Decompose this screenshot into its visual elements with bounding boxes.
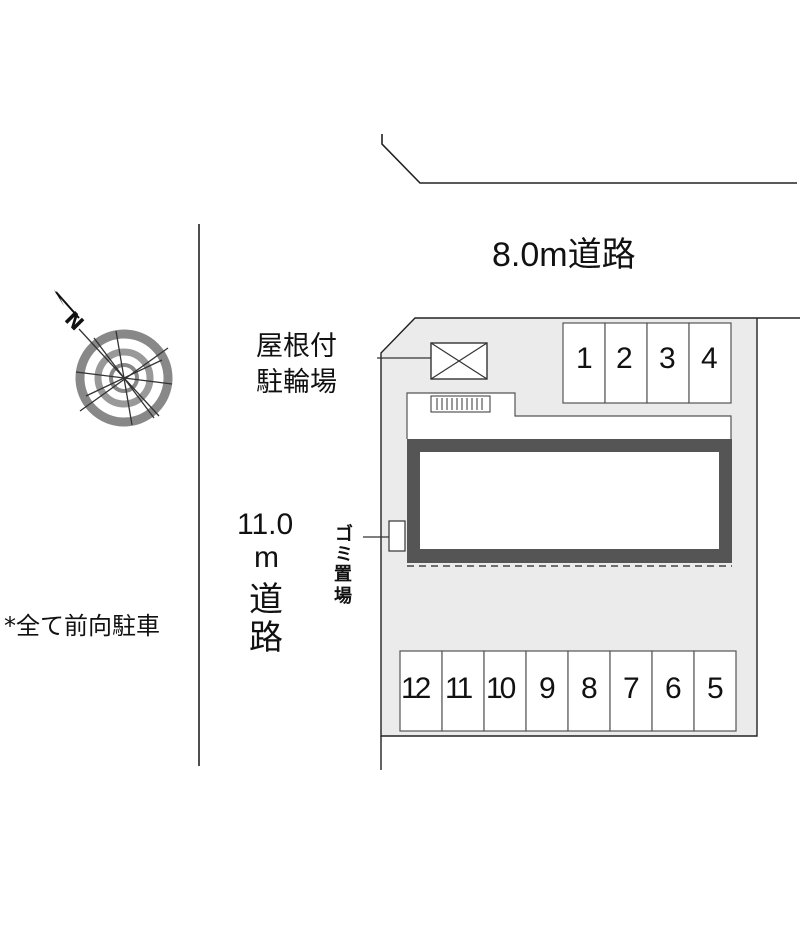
parking-space-5 [693, 650, 737, 732]
parking-space-8 [567, 650, 611, 732]
parking-number-11: 11 [445, 672, 473, 705]
parking-number-12: 12 [401, 672, 431, 705]
parking-number-6: 6 [665, 672, 682, 705]
garbage-label-char-4: 場 [334, 586, 352, 607]
compass-icon [54, 290, 173, 427]
parking-space-7 [609, 650, 653, 732]
parking-number-9: 9 [539, 672, 556, 705]
main-building-interior [420, 452, 719, 549]
parking-number-3: 3 [659, 342, 676, 375]
parking-space-10 [483, 650, 527, 732]
north-road-edge [381, 134, 797, 184]
parking-number-5: 5 [707, 672, 724, 705]
bicycle-racks [430, 395, 491, 413]
garbage-box [388, 520, 406, 552]
parking-number-7: 7 [623, 672, 640, 705]
parking-space-12 [399, 650, 443, 732]
parking-number-1: 1 [576, 342, 593, 375]
parking-space-3 [646, 322, 690, 404]
roof-parking-label-line1: 屋根付 [256, 331, 337, 362]
bicycle-roof-cross-b [430, 342, 488, 380]
west-road-unit-label: m [254, 541, 279, 574]
garbage-label-char-1: ゴ [335, 524, 353, 545]
west-road-char-2: 路 [249, 618, 283, 658]
roof-parking-label-line2: 駐輪場 [256, 367, 337, 398]
parking-top-group [562, 322, 732, 404]
parking-note: *全て前向駐車 [4, 612, 160, 640]
garbage-label-char-2: ミ [335, 544, 353, 565]
parking-space-4 [688, 322, 732, 404]
parking-bottom-group [399, 650, 737, 732]
parking-space-6 [651, 650, 695, 732]
parking-number-10: 10 [486, 672, 516, 705]
north-road-label: 8.0m道路 [492, 236, 636, 274]
parking-space-1 [562, 322, 606, 404]
parking-number-4: 4 [701, 342, 718, 375]
west-road-width-label: 11.0 [237, 508, 294, 541]
garbage-label-char-3: 置 [334, 564, 352, 585]
parking-number-8: 8 [581, 672, 598, 705]
parking-space-11 [441, 650, 485, 732]
west-road-char-1: 道 [249, 580, 283, 620]
parking-number-2: 2 [616, 342, 633, 375]
